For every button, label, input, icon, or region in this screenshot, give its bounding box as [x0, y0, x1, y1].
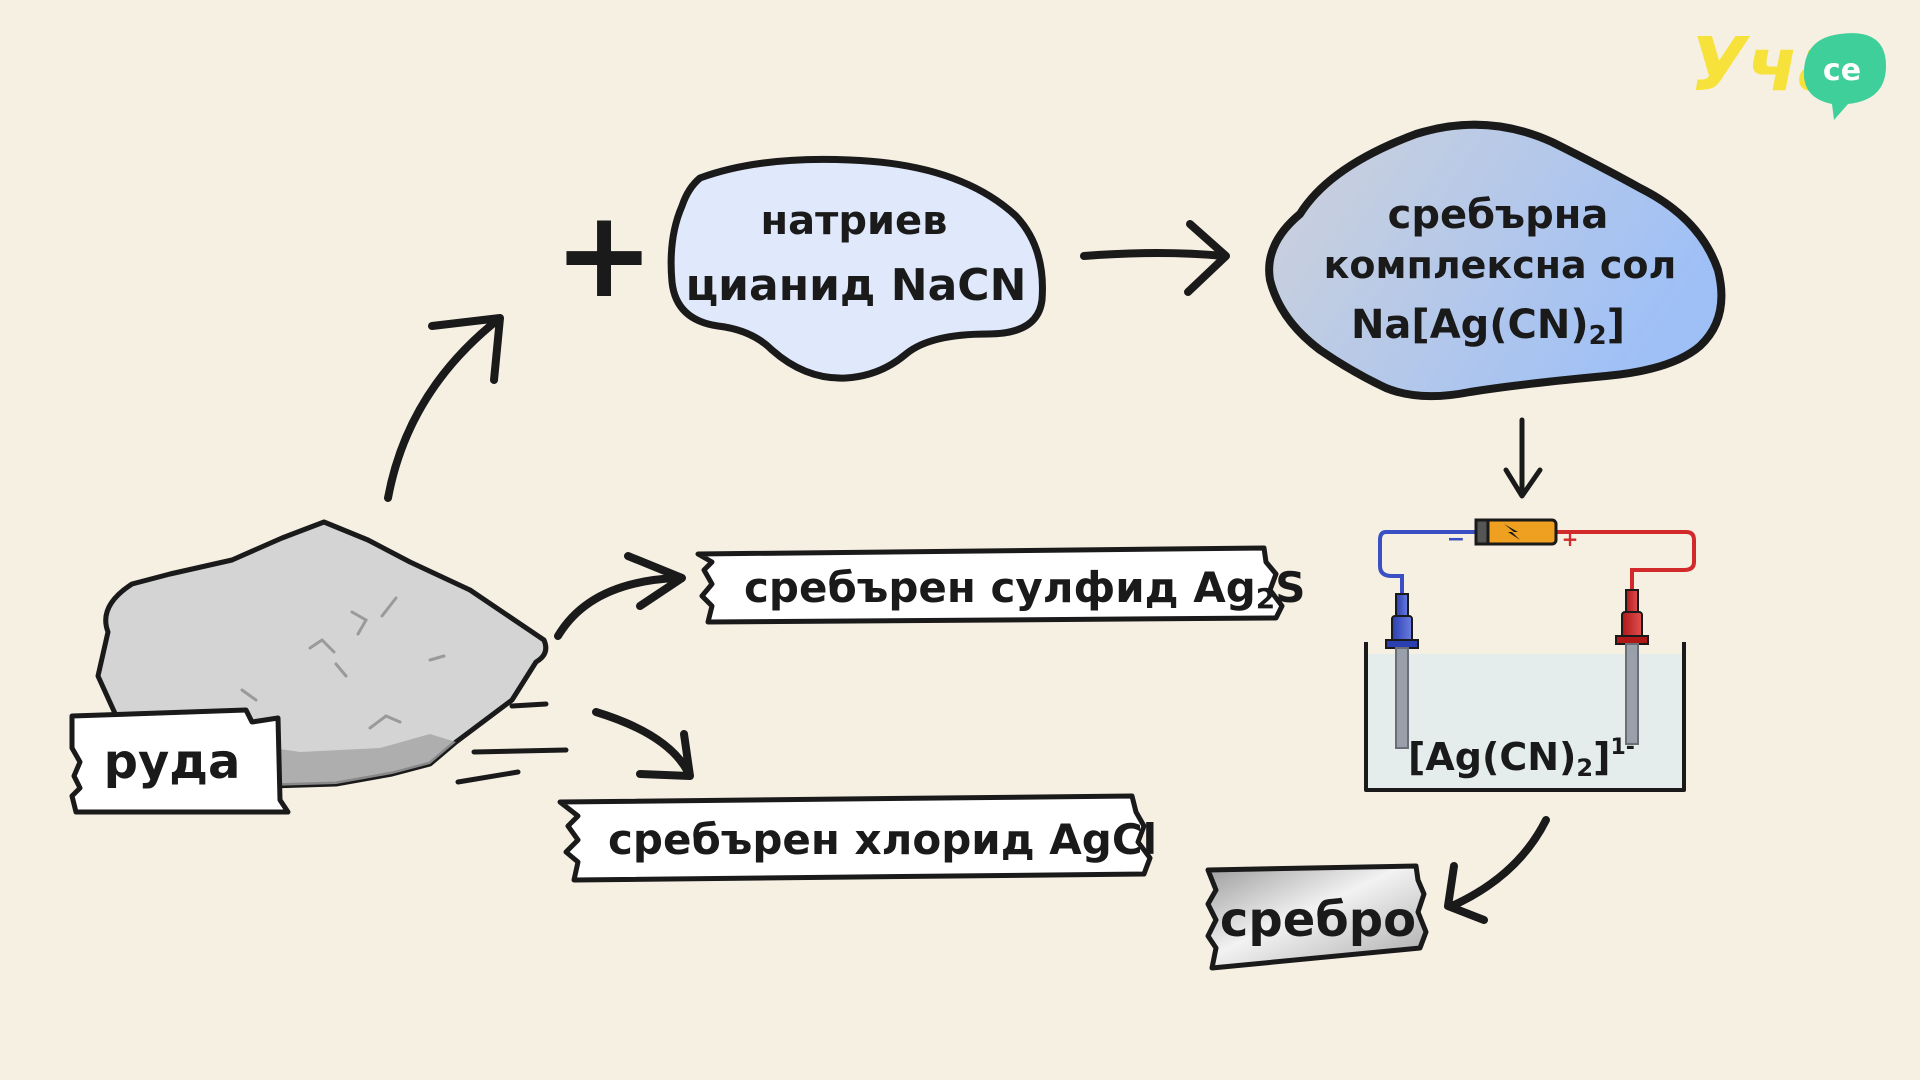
complex-salt-node: сребърна комплексна сол Na[Ag(CN)2] [1265, 120, 1726, 401]
anode-electrode [1615, 589, 1649, 745]
arrow-ore-to-chloride [592, 708, 694, 780]
plus-sign: + [554, 186, 655, 325]
arrow-cyanide-to-complex [1080, 220, 1230, 296]
silver-chloride-label: сребърен хлорид AgCl [557, 793, 1157, 883]
negative-wire [1378, 530, 1476, 596]
battery-icon [1474, 518, 1558, 546]
arrow-electrolysis-to-silver [1444, 816, 1550, 924]
silver-label: сребро [1205, 863, 1429, 971]
silver-sulfide-label: сребърен сулфид Ag2S [695, 545, 1306, 625]
complex-salt-formula: Na[Ag(CN)2] [1351, 302, 1625, 351]
complex-salt-line2: комплексна сол [1324, 243, 1677, 287]
positive-wire [1556, 530, 1696, 592]
complex-salt-line1: сребърна [1388, 192, 1609, 238]
beaker [1364, 642, 1686, 792]
silver-sulfide-text: сребърен сулфид Ag2S [744, 563, 1306, 615]
ore-label: руда [69, 707, 291, 815]
battery-minus-label: − [1447, 527, 1465, 552]
arrow-ore-to-reaction [384, 314, 504, 502]
electrolysis-setup: − + [Ag(CN)2]1- [1364, 518, 1696, 792]
logo-badge-text: се [1823, 53, 1861, 88]
silver-label-text: сребро [1220, 892, 1416, 948]
arrow-ore-to-sulfide [554, 552, 686, 640]
silver-chloride-text: сребърен хлорид AgCl [608, 815, 1157, 864]
logo-badge-icon [1803, 33, 1886, 120]
motion-lines [455, 701, 569, 785]
arrow-complex-to-electrolysis [1503, 417, 1543, 499]
sodium-cyanide-blob [667, 155, 1046, 382]
battery-plus-label: + [1562, 527, 1579, 551]
rock-cracks [240, 596, 446, 730]
electrolyte-label: [Ag(CN)2]1- [1408, 735, 1635, 782]
sodium-cyanide-line2: цианид NaCN [686, 260, 1027, 311]
ore-label-text: руда [104, 734, 241, 790]
sodium-cyanide-node: натриев цианид NaCN [667, 155, 1046, 382]
complex-salt-blob [1265, 120, 1726, 401]
sodium-cyanide-line1: натриев [761, 198, 948, 244]
cathode-electrode [1385, 593, 1419, 749]
logo: Уча се [1690, 22, 1886, 120]
